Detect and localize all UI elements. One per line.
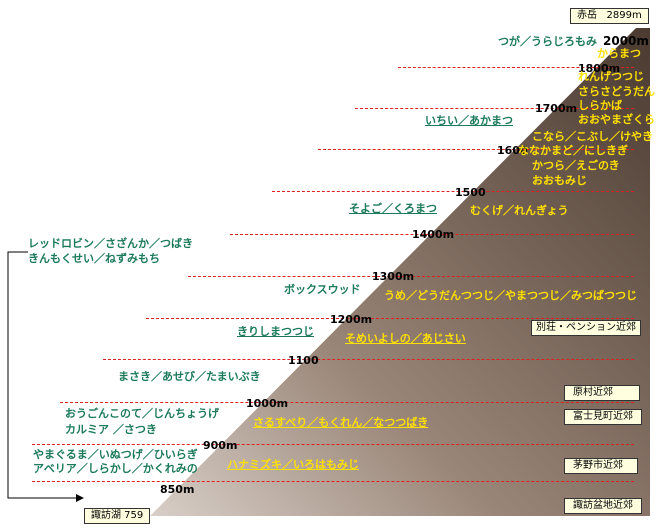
right-species-11: うめ／どうだんつつじ／やまつつじ／みつばつつじ xyxy=(384,289,637,302)
altitude-1100: 1100 xyxy=(288,354,319,367)
right-species-2: れんげつつじ xyxy=(578,70,644,83)
altitude-1800: 1800m xyxy=(578,62,621,75)
altitude-900: 900m xyxy=(203,439,238,452)
note-line-2: きんもくせい／ねずみもち xyxy=(28,252,160,265)
altitude-1600: 1600 xyxy=(497,144,528,157)
note-bracket-arrowhead xyxy=(76,494,84,502)
zone-villa: 別荘・ペンション近郊 xyxy=(531,320,641,336)
altitude-1200: 1200m xyxy=(330,313,373,326)
altitude-line-900 xyxy=(32,444,634,445)
left-species-7: おうごんこのて／じんちょうげ xyxy=(65,407,219,420)
zone-chino: 茅野市近郊 xyxy=(564,458,638,474)
right-species-13: さるすべり／もくれん／なつつばき xyxy=(253,416,429,429)
left-species-4: ボックスウッド xyxy=(284,283,361,296)
right-species-3: さらさどうだん xyxy=(578,85,655,98)
note-line-1: レッドロビン／さざんか／つばき xyxy=(28,237,193,250)
altitude-line-1800 xyxy=(398,67,634,68)
zone-haramura: 原村近郊 xyxy=(564,385,640,401)
left-species-1: つが／うらじろもみ xyxy=(498,35,597,48)
right-species-8: かつら／えごのき xyxy=(532,159,620,172)
altitude-line-1400 xyxy=(230,234,634,235)
peak-name: 赤岳 xyxy=(577,10,597,21)
altitude-1500: 1500 xyxy=(455,186,486,199)
peak-label: 赤岳 2899m xyxy=(570,8,649,24)
right-species-9: おおもみじ xyxy=(532,174,587,187)
altitude-line-1300 xyxy=(188,276,634,277)
altitude-line-1000 xyxy=(60,402,634,403)
zone-suwa: 諏訪盆地近郊 xyxy=(564,498,642,514)
left-species-2: いちい／あかまつ xyxy=(425,114,513,127)
right-species-7: ななかまど／にしきぎ xyxy=(518,144,628,157)
base-label: 諏訪湖 759 xyxy=(84,508,151,524)
right-species-14: ハナミズキ／いろはもみじ xyxy=(227,458,359,471)
left-species-9: やまぐるま／いぬつげ／ひいらぎ xyxy=(33,448,198,461)
altitude-line-850 xyxy=(32,481,634,482)
right-species-5: おおやまざくら xyxy=(578,113,655,126)
altitude-line-1600 xyxy=(318,149,634,150)
zone-fujimi: 富士見町近郊 xyxy=(564,409,642,425)
note-bracket-line xyxy=(7,251,76,499)
altitude-1000: 1000m xyxy=(246,397,289,410)
altitude-1700: 1700m xyxy=(535,102,578,115)
left-species-10: アベリア／しらかし／かくれみの xyxy=(33,462,198,475)
altitude-2000: 2000m xyxy=(603,34,649,48)
altitude-line-1200 xyxy=(146,318,634,319)
altitude-line-1100 xyxy=(103,359,634,360)
left-species-5: きりしまつつじ xyxy=(237,325,314,338)
altitude-line-1500 xyxy=(272,191,634,192)
right-species-6: こなら／こぶし／けやき xyxy=(532,130,653,143)
altitude-850: 850m xyxy=(160,483,195,496)
right-species-1: からまつ xyxy=(597,47,641,60)
altitude-line-1700 xyxy=(355,108,634,109)
left-species-6: まさき／あせび／たまいぶき xyxy=(118,370,261,383)
slope-shape xyxy=(150,28,650,516)
peak-elevation: 2899m xyxy=(606,10,642,21)
right-species-12: そめいよしの／あじさい xyxy=(345,332,466,345)
left-species-3: そよご／くろまつ xyxy=(349,202,437,215)
altitude-1400: 1400m xyxy=(412,228,455,241)
left-species-8: カルミア ／さつき xyxy=(65,423,157,436)
altitude-1300: 1300m xyxy=(372,270,415,283)
right-species-10: むくげ／れんぎょう xyxy=(470,204,569,217)
base-name: 諏訪湖 759 xyxy=(91,510,144,521)
right-species-4: しらかば xyxy=(578,99,622,112)
